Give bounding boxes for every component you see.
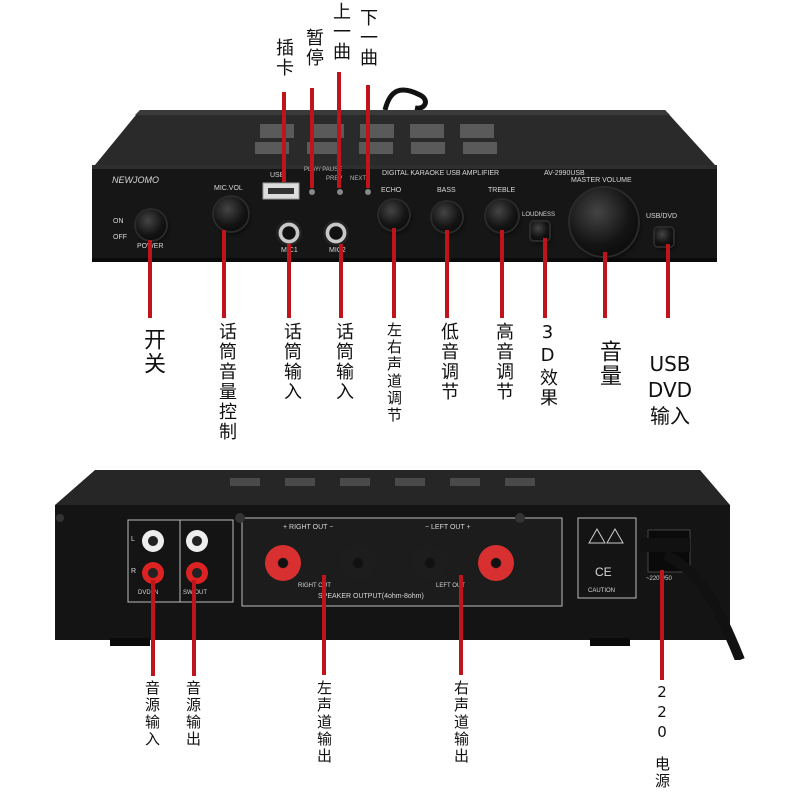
speaker-output-label: SPEAKER OUTPUT(4ohm-8ohm): [318, 593, 424, 600]
callout-line-bass: [445, 230, 449, 318]
callout-line-switch: [148, 240, 152, 318]
mic-vol-label: MIC.VOL: [214, 185, 243, 192]
power-knob[interactable]: [136, 210, 166, 240]
next-label: NEXT: [350, 176, 367, 182]
echo-knob[interactable]: [379, 200, 409, 230]
callout-prev-track: 上一曲: [330, 2, 351, 62]
brand-label: NEWJOMO: [112, 175, 159, 185]
rca-dvd-in-r[interactable]: [142, 562, 164, 584]
callout-line-loudness: [543, 238, 547, 318]
front-amplifier: NEWJOMO ON OFF POWER MIC.VOL USB PLAY/ P…: [0, 0, 800, 300]
callout-line-right-out: [459, 575, 463, 675]
right-out-minus-terminal[interactable]: [340, 545, 376, 581]
callout-card: 插卡: [273, 38, 294, 78]
callout-line-pause: [310, 88, 314, 188]
treble-label: TREBLE: [488, 187, 516, 194]
callout-volume: 音量: [596, 340, 621, 388]
usb-dvd-label: USB/DVD: [646, 213, 678, 220]
callout-line-card: [282, 92, 286, 182]
master-volume-knob[interactable]: [570, 188, 638, 256]
usb-label: USB: [270, 172, 285, 179]
callout-line-left-out: [322, 575, 326, 675]
callout-audio-out: 音源输出: [184, 680, 202, 748]
callout-line-volume: [603, 252, 607, 318]
right-out-header: + RIGHT OUT −: [283, 524, 334, 531]
echo-label: ECHO: [381, 187, 402, 194]
mic-volume-knob[interactable]: [214, 197, 248, 231]
play-pause-label: PLAY/ PAUSE: [304, 167, 343, 173]
callout-line-power: [660, 570, 664, 680]
callout-mic-in-2: 话筒输入: [333, 322, 354, 402]
callout-line-usbdvd: [666, 244, 670, 318]
callout-line-audio-out: [192, 580, 196, 676]
rca-sw-out-l[interactable]: [186, 530, 208, 552]
left-out-label: LEFT OUT: [436, 583, 465, 589]
rca-dvd-in-l[interactable]: [142, 530, 164, 552]
callout-bass: 低音调节: [438, 322, 459, 402]
loudness-button[interactable]: [531, 222, 549, 240]
master-volume-label: MASTER VOLUME: [571, 177, 632, 184]
callout-switch: 开关: [140, 328, 165, 376]
left-out-header: − LEFT OUT +: [425, 524, 471, 531]
callout-pause: 暂停: [303, 28, 324, 68]
callout-balance: 左右声道调节: [385, 322, 403, 424]
usb-dvd-button[interactable]: [655, 228, 673, 246]
bass-label: BASS: [437, 187, 456, 194]
r-label: R: [131, 568, 137, 575]
ce-mark: CE: [595, 565, 612, 579]
l-label: L: [131, 536, 135, 543]
amp-title: DIGITAL KARAOKE USB AMPLIFIER: [382, 170, 500, 177]
callout-line-next: [366, 85, 370, 188]
loudness-label: LOUDNESS: [522, 212, 556, 218]
callout-next-track: 下一曲: [357, 8, 378, 68]
callout-line-echo: [392, 228, 396, 318]
callout-mic-volume: 话筒音量控制: [216, 322, 237, 442]
mic2-label: MIC2: [329, 247, 346, 254]
callout-treble: 高音调节: [493, 322, 514, 402]
callout-line-micvol: [222, 230, 226, 318]
callout-power-label: 电源: [653, 756, 671, 790]
caution-label: CAUTION: [588, 588, 615, 594]
callout-mic-in-1: 话筒输入: [281, 322, 302, 402]
prev-label: PREV: [326, 176, 343, 182]
rca-sw-out-r[interactable]: [186, 562, 208, 584]
on-label: ON: [113, 218, 124, 225]
model-label: AV-2990USB: [544, 170, 585, 177]
warning-icon: [588, 528, 624, 544]
callout-usb-dvd-3: 输入: [650, 404, 690, 428]
callout-line-mic2: [339, 244, 343, 318]
callout-3d-effect: 3D效果: [537, 322, 558, 408]
right-out-label: RIGHT OUT: [298, 583, 331, 589]
bass-knob[interactable]: [432, 202, 462, 232]
left-out-minus-terminal[interactable]: [412, 545, 448, 581]
voltage-label: ~220V/50: [646, 576, 672, 582]
callout-line-prev: [337, 72, 341, 188]
callout-line-audio-in: [151, 580, 155, 676]
callout-audio-in: 音源输入: [143, 680, 161, 748]
mic2-jack[interactable]: [323, 220, 349, 246]
right-out-plus-terminal[interactable]: [265, 545, 301, 581]
callout-right-out: 右声道输出: [452, 680, 470, 765]
mic1-jack[interactable]: [276, 220, 302, 246]
callout-left-out: 左声道输出: [315, 680, 333, 765]
callout-usb-dvd-2: DVD: [647, 378, 693, 402]
treble-knob[interactable]: [486, 200, 518, 232]
left-out-plus-terminal[interactable]: [478, 545, 514, 581]
rear-amplifier: L R DVD IN SW OUT + RIGHT OUT − − LEFT O…: [0, 460, 800, 660]
callout-line-treble: [500, 230, 504, 318]
callout-line-mic1: [287, 244, 291, 318]
off-label: OFF: [113, 234, 127, 241]
dvd-in-label: DVD IN: [138, 590, 159, 596]
callout-power-220: 220: [653, 683, 671, 743]
callout-usb-dvd-1: USB: [649, 352, 691, 376]
